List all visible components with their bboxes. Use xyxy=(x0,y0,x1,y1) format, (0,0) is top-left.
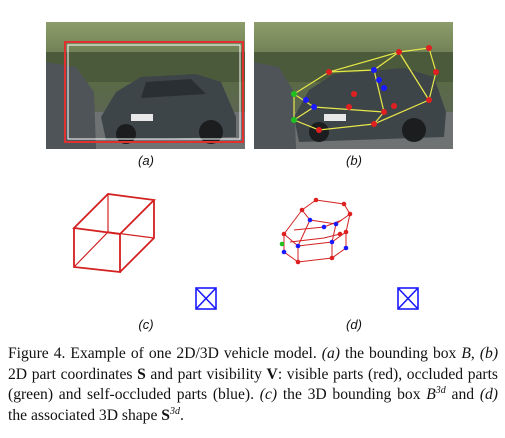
caption-text: , xyxy=(470,345,480,362)
caption-text: the 3D bounding box xyxy=(277,386,427,403)
box-front-view-icon xyxy=(195,287,217,310)
caption-text: 2D part coordinates xyxy=(8,365,138,383)
car-photo-a xyxy=(46,22,245,149)
caption-text: : visible parts (red), occluded parts (g… xyxy=(8,365,499,404)
caption-text: the associated 3D shape xyxy=(8,406,162,424)
label-d: (d) xyxy=(346,317,362,332)
label-a: (a) xyxy=(138,153,154,168)
panel-a-photo xyxy=(46,22,245,149)
shape-3d-wireframe xyxy=(283,199,351,263)
shape-3d-points xyxy=(279,197,353,265)
caption-symbol-b3d: B xyxy=(426,386,436,403)
caption-symbol-v: V xyxy=(266,365,278,383)
box-3d-wireframe xyxy=(72,193,156,274)
car-photo-b xyxy=(254,22,453,149)
caption-tag-a: (a) xyxy=(321,345,340,362)
panel-c-3d-box xyxy=(72,193,217,310)
caption-tag-d: (d) xyxy=(479,386,498,403)
panel-d-3d-shape xyxy=(279,197,419,310)
label-c: (c) xyxy=(138,317,154,332)
panel-b-photo xyxy=(254,22,453,149)
shape-front-view-icon xyxy=(397,287,419,310)
caption-tag-c: (c) xyxy=(259,386,278,403)
caption-symbol-b: B xyxy=(461,345,471,362)
caption-text: and xyxy=(445,386,480,403)
caption-symbol-s3d: S xyxy=(161,406,170,424)
caption-tag-b: (b) xyxy=(479,345,499,362)
label-b: (b) xyxy=(346,153,362,168)
caption-text: and part visibility xyxy=(145,365,267,383)
part-points xyxy=(291,45,439,133)
caption-text: the bounding box xyxy=(339,345,462,362)
figure-caption: Figure 4. Example of one 2D/3D vehicle m… xyxy=(8,344,498,426)
caption-text: . xyxy=(179,406,184,424)
caption-superscript: 3d xyxy=(435,384,446,396)
caption-lead: Figure 4. Example of one 2D/3D vehicle m… xyxy=(8,345,322,362)
caption-superscript: 3d xyxy=(169,405,180,417)
bounding-box xyxy=(64,41,244,143)
caption-symbol-s: S xyxy=(137,365,146,383)
